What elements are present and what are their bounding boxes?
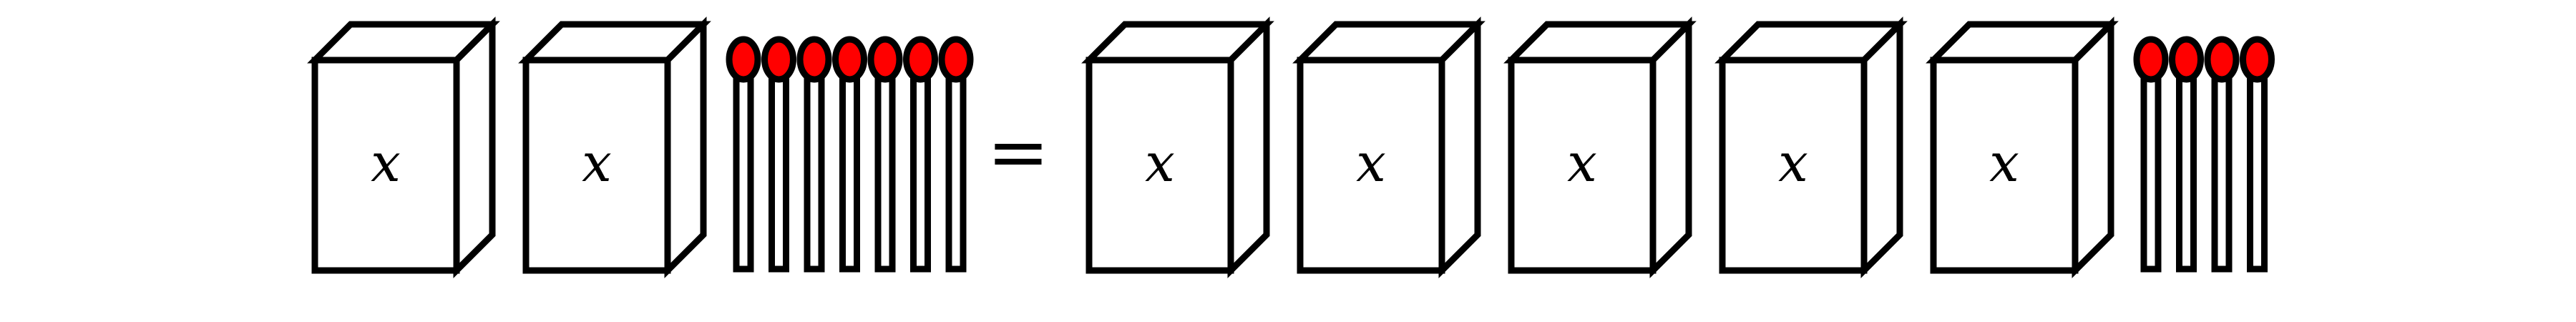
matchbox-side-face bbox=[2072, 16, 2114, 278]
matchbox-front-face bbox=[1930, 57, 2079, 274]
match bbox=[903, 36, 938, 273]
match-head bbox=[903, 36, 938, 83]
matchbox-front-face bbox=[522, 57, 671, 274]
matchbox-label: x bbox=[582, 132, 612, 194]
match-head bbox=[761, 36, 796, 83]
match-head bbox=[832, 36, 867, 83]
match-head bbox=[2240, 36, 2275, 83]
match-stick bbox=[874, 67, 896, 273]
match-stick bbox=[769, 67, 789, 273]
match bbox=[796, 36, 832, 273]
matchbox-label: x bbox=[1567, 132, 1597, 194]
match bbox=[2133, 36, 2169, 273]
match bbox=[2169, 36, 2204, 273]
matchbox-label: x bbox=[1356, 132, 1386, 194]
match-stick bbox=[2140, 67, 2162, 273]
match-stick bbox=[2211, 67, 2233, 273]
matchbox-side-face bbox=[1649, 16, 1692, 278]
matchbox-front-face bbox=[1719, 57, 1868, 274]
matchbox-label: x bbox=[371, 132, 401, 194]
matchbox-side-face bbox=[1438, 16, 1481, 278]
match-stick bbox=[2247, 67, 2268, 273]
match bbox=[938, 36, 974, 273]
matchbox: x bbox=[1292, 16, 1485, 278]
match-stick bbox=[839, 67, 860, 273]
match-head bbox=[867, 36, 903, 83]
matchbox-front-face bbox=[1508, 57, 1657, 274]
match-head bbox=[796, 36, 832, 83]
match-stick bbox=[2176, 67, 2197, 273]
equals-sign: = bbox=[987, 108, 1049, 195]
match-head bbox=[2169, 36, 2204, 83]
match-stick bbox=[804, 67, 825, 273]
match-stick bbox=[945, 67, 967, 273]
matchbox: x bbox=[307, 16, 500, 278]
match bbox=[761, 36, 796, 273]
match-stick bbox=[733, 67, 754, 273]
matchbox: x bbox=[1926, 16, 2119, 278]
matchbox-front-face bbox=[1085, 57, 1234, 274]
match-stick bbox=[910, 67, 931, 273]
match bbox=[867, 36, 903, 273]
matchbox-label: x bbox=[1778, 132, 1808, 194]
match bbox=[2240, 36, 2275, 273]
matchbox-front-face bbox=[1297, 57, 1445, 274]
match-head bbox=[2204, 36, 2240, 83]
match bbox=[726, 36, 761, 273]
match bbox=[832, 36, 867, 273]
matchbox-side-face bbox=[664, 16, 707, 278]
match bbox=[2204, 36, 2240, 273]
match-head bbox=[938, 36, 974, 83]
matchbox-front-face bbox=[311, 57, 460, 274]
matchbox: x bbox=[518, 16, 711, 278]
matchbox-label: x bbox=[1989, 132, 2019, 194]
matchbox-label: x bbox=[1145, 132, 1175, 194]
matchbox: x bbox=[1503, 16, 1697, 278]
matchbox-side-face bbox=[1227, 16, 1270, 278]
match-head bbox=[726, 36, 761, 83]
matchbox-side-face bbox=[1860, 16, 1903, 278]
matchbox-side-face bbox=[453, 16, 496, 278]
match-head bbox=[2133, 36, 2169, 83]
matchbox: x bbox=[1081, 16, 1274, 278]
matchbox: x bbox=[1714, 16, 1908, 278]
